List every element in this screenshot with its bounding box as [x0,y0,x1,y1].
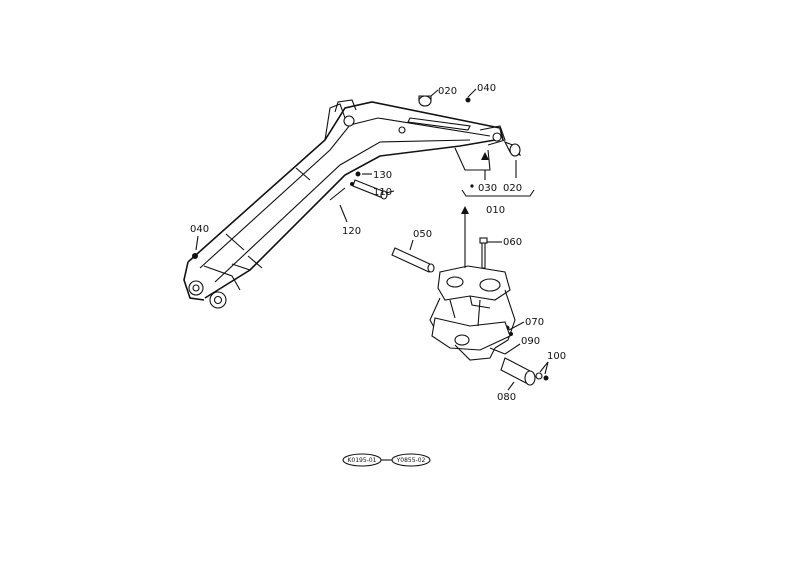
swing-bracket [429,265,516,361]
part-label-080: 080 [497,392,516,403]
leader-lines [195,88,549,391]
part-label-120: 120 [342,226,361,237]
part-label-040-left: 040 [190,224,209,235]
part-label-030: 030 [478,183,497,194]
part-label-130: 130 [373,170,392,181]
reference-codes: K0195-01 Y0855-02 [342,453,431,467]
part-label-010: 010 [486,205,505,216]
ref-code-1: K0195-01 [347,457,376,464]
pins-and-bushings [192,95,549,386]
part-label-060: 060 [503,237,522,248]
part-label-110: 110 [373,187,392,198]
part-label-040-top: 040 [477,83,496,94]
part-label-090: 090 [521,336,540,347]
part-label-100: 100 [547,351,566,362]
part-label-020-top: 020 [438,86,457,97]
part-labels: 020 040 030 020 010 130 110 120 040 050 … [190,83,566,403]
part-label-070: 070 [525,317,544,328]
part-label-050: 050 [413,229,432,240]
ref-code-2: Y0855-02 [396,457,426,464]
boom-arm [183,99,506,309]
part-label-020-right: 020 [503,183,522,194]
